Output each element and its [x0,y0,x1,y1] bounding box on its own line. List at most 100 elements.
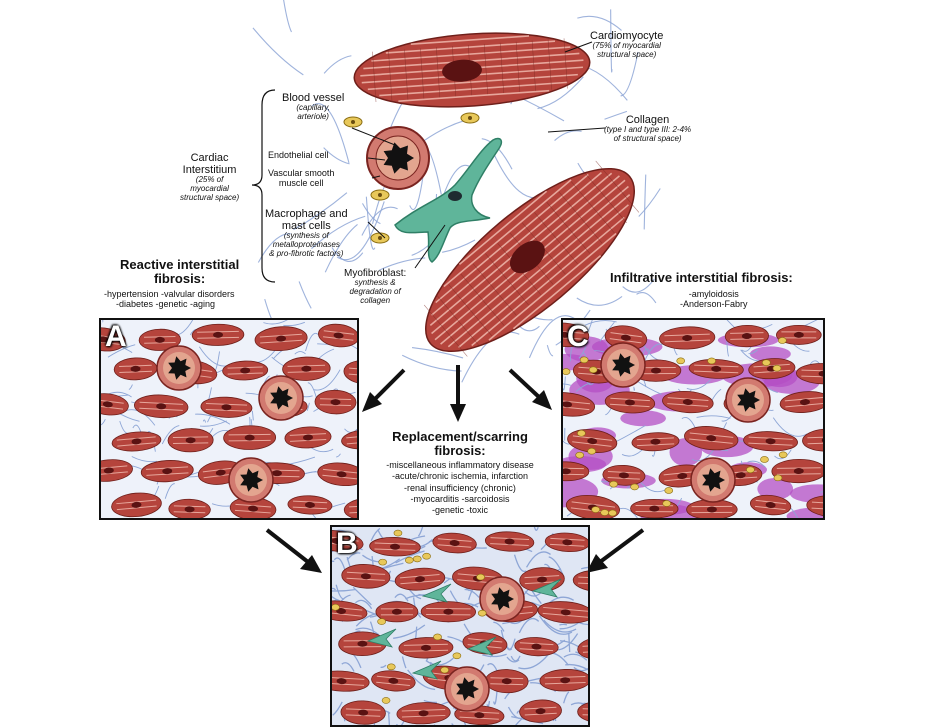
macrophage [393,529,403,537]
panel-c-infiltrative-fibrosis: C [561,318,825,520]
macrophage [778,337,787,344]
cardiomyocyte [287,495,333,515]
infiltrative-fibrosis-causes: -amyloidosis -Anderson-Fabry [680,289,748,309]
cardiomyocyte [684,426,739,451]
macrophage [378,558,387,566]
cardiomyocyte [101,327,126,352]
cardiomyocyte [398,637,454,659]
macrophage [587,447,596,455]
cardiomyocyte [396,702,451,725]
macrophage [746,466,755,474]
macrophage [433,633,442,641]
blood-vessel [725,377,771,423]
cardiomyocyte [343,497,357,518]
macrophage [630,483,639,491]
cardiomyocyte [138,328,181,351]
macrophage [386,663,396,671]
blood-vessel [690,457,736,503]
cardiomyocyte [111,431,162,452]
cardiomyocyte [563,461,590,482]
macrophage [588,366,598,374]
cardiomyocyte [167,428,214,453]
cardiomyocyte [420,601,476,623]
cardiomyocyte [317,462,357,487]
cardiomyocyte [806,495,823,518]
myofibroblast-cell [394,137,503,263]
macrophage [676,357,686,365]
macrophage [662,500,671,507]
panel-b-tissue [332,527,588,725]
cardiomyocyte [724,324,769,348]
cardiomyocyte-top [353,32,591,108]
replacement-fibrosis-title: Replacement/scarring fibrosis: [392,429,528,459]
macrophage [412,555,422,563]
myofibroblast [531,578,562,598]
reactive-fibrosis-causes: -hypertension -valvular disorders -diabe… [104,289,235,309]
blood-vessel [479,576,525,622]
cardiomyocyte [544,532,588,552]
cardiomyocyte [771,458,823,484]
cardiomyocyte [572,570,588,592]
macrophage [778,451,788,459]
cardiomyocyte [229,496,277,518]
cardiomyocyte [222,360,269,381]
cardiomyocyte [602,464,646,486]
myofibroblast-label: Myofibroblast: synthesis & degradation o… [344,268,407,305]
myofibroblast [366,628,397,648]
macrophage [476,573,485,581]
panel-a-tissue [101,320,357,518]
macrophage [332,603,340,611]
cardiomyocyte [779,391,823,413]
macrophage [422,552,431,560]
blood-vessel [228,457,274,503]
cardiomyocyte [749,494,792,516]
macrophage [608,509,617,517]
cardiomyocyte [519,699,562,723]
cardiomyocyte [802,428,823,452]
cardiomyocyte [371,670,416,692]
macrophage-cells [343,112,480,244]
blood-vessel [444,666,490,712]
macrophage [477,609,487,617]
cardiomyocyte [101,393,129,416]
macrophage [405,556,414,564]
macrophage [773,474,783,482]
cardiomyocyte [332,600,368,622]
macrophage [575,451,585,459]
cardiomyocyte [332,670,370,692]
macrophage [760,456,769,463]
panel-b-replacement-fibrosis: B [330,525,590,727]
cardiomyocyte [630,498,679,518]
cardiomyocyte [332,529,364,553]
cardiomyocyte [111,492,162,518]
macrophage [579,356,589,364]
collagen-label: Collagen (type I and type III: 2-4% of s… [604,114,692,143]
macrophage [772,364,782,372]
cardiomyocyte [338,631,387,657]
cardiomyocyte [484,531,535,552]
panel-c-letter: C [567,320,589,353]
cardiomyocyte [341,564,391,589]
cardiomyocyte [604,391,656,414]
myofibroblast [466,636,497,656]
cardiomyocyte [375,601,419,623]
macrophage [563,368,571,375]
cardiomyocyte [563,392,596,417]
macrophage [609,480,618,488]
cardiomyocyte [140,460,194,483]
cardiomyocyte-diagonal [423,160,640,357]
cardiomyocyte [369,537,421,557]
cardiomyocyte [340,700,386,725]
cardiomyocyte-nucleus [509,240,545,274]
myofibroblast-nucleus [448,191,462,201]
cardiomyocyte [284,426,332,449]
cardiomyocyte-nucleus [442,59,482,82]
macrophage [381,697,391,704]
macrophage [440,666,449,674]
cardiomyocyte [577,636,588,660]
cardiomyocyte [168,498,211,518]
cardiomyocyte [200,396,253,418]
cardiomyocyte [282,356,331,381]
cardiomyocyte [563,322,590,348]
